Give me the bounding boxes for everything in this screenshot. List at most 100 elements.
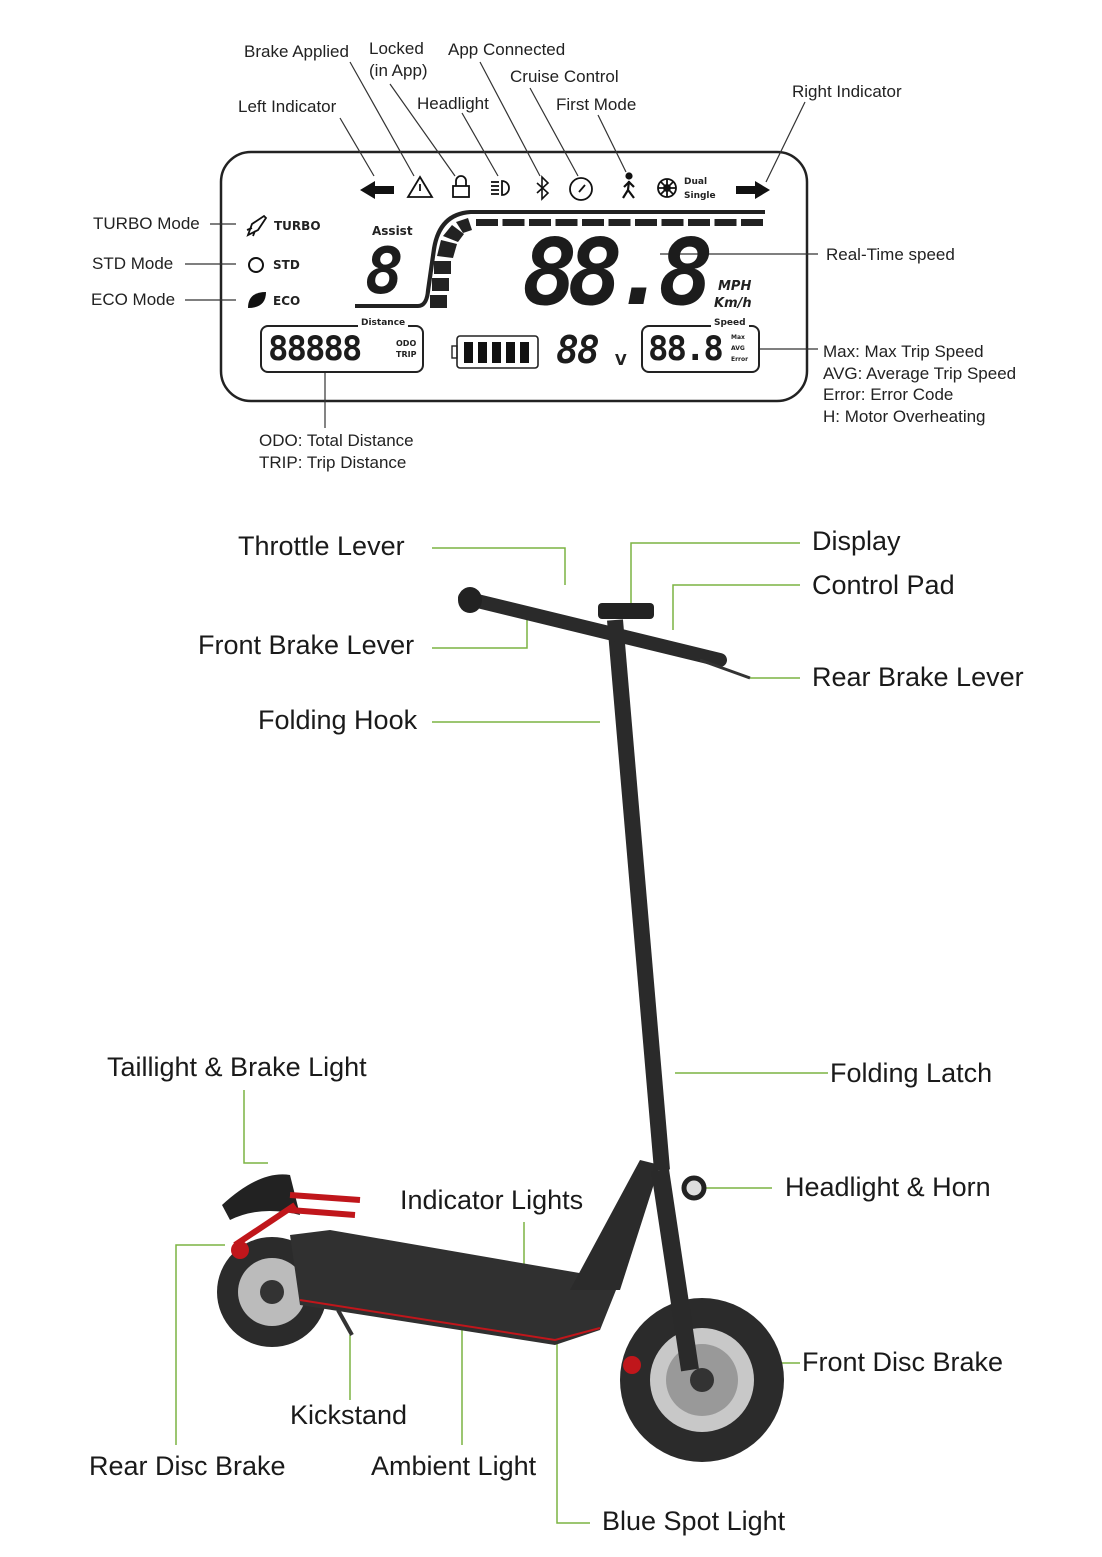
front-caliper — [623, 1356, 641, 1374]
speed-bar-graph — [355, 210, 765, 308]
label-locked-in-app: (in App) — [369, 61, 428, 80]
neck — [570, 1160, 660, 1290]
left-arrow-icon — [360, 181, 394, 199]
label-locked: Locked — [369, 39, 424, 58]
label-front-brake-lever: Front Brake Lever — [198, 630, 415, 660]
lcd-speed-box-label: Speed — [711, 318, 749, 329]
note-avg: AVG: Average Trip Speed — [823, 363, 1017, 383]
label-headlight-horn: Headlight & Horn — [785, 1172, 991, 1202]
lcd-odo-digits: 88888 — [268, 329, 362, 369]
warning-icon — [406, 175, 434, 198]
leaf-icon — [248, 292, 266, 308]
speed-bar-segment — [635, 219, 657, 226]
lcd-dual: Dual — [684, 177, 708, 187]
label-brake-applied: Brake Applied — [244, 42, 349, 61]
label-turbo-mode: TURBO Mode — [93, 214, 200, 233]
lcd-assist-digit: 8 — [365, 235, 404, 309]
lcd-unit-mph: MPH — [718, 279, 752, 294]
scooter-illustration — [217, 587, 784, 1462]
rocket-icon — [246, 214, 268, 237]
headlight — [681, 1175, 707, 1201]
speed-bar-segment — [608, 219, 631, 226]
lcd-std: STD — [273, 258, 300, 272]
note-overheating: H: Motor Overheating — [823, 406, 986, 426]
lcd-eco: ECO — [273, 294, 301, 308]
label-indicator-lights: Indicator Lights — [400, 1185, 584, 1215]
label-headlight: Headlight — [417, 94, 489, 113]
distance-notes: ODO: Total Distance TRIP: Trip Distance — [259, 430, 414, 474]
label-folding-hook: Folding Hook — [258, 705, 418, 735]
note-error: Error: Error Code — [823, 385, 954, 404]
bluetooth-icon — [536, 175, 550, 201]
speed-bar-segment — [582, 219, 604, 226]
deck — [290, 1230, 620, 1345]
label-ambient-light: Ambient Light — [371, 1451, 537, 1481]
label-std-mode: STD Mode — [92, 254, 174, 273]
kickstand — [336, 1309, 354, 1336]
speed-bar-segment — [688, 219, 710, 226]
label-rear-disc-brake: Rear Disc Brake — [89, 1451, 286, 1481]
battery-icon — [451, 335, 539, 369]
lcd-turbo: TURBO — [274, 219, 321, 233]
label-folding-latch: Folding Latch — [830, 1058, 993, 1088]
lcd-trip: TRIP — [396, 350, 417, 359]
speed-bar-segment — [529, 219, 551, 226]
handlebar — [458, 591, 727, 667]
rear-suspension — [233, 1192, 361, 1248]
lcd-odo-trip-labels: ODO TRIP — [396, 338, 416, 360]
display-unit — [598, 603, 654, 619]
lcd-assist-label: Assist — [372, 224, 413, 238]
label-throttle-lever: Throttle Lever — [238, 531, 405, 561]
lcd-speed-box-digits: 88.8 — [648, 329, 724, 369]
cruise-gauge-icon — [569, 177, 593, 201]
speed-bar-segment — [714, 219, 737, 226]
display-frame — [219, 150, 809, 403]
lcd-unit-kmh: Km/h — [714, 296, 752, 311]
walking-person-icon — [622, 172, 635, 199]
lcd-odo: ODO — [396, 339, 417, 348]
label-rear-brake-lever: Rear Brake Lever — [812, 662, 1024, 692]
rear-fender — [222, 1174, 300, 1220]
std-circle-icon — [248, 257, 264, 273]
lcd-single: Single — [684, 191, 716, 201]
speed-bar-segment — [741, 219, 763, 226]
display-leader-lines — [185, 61, 818, 428]
label-real-time-speed: Real-Time speed — [826, 245, 955, 264]
label-first-mode: First Mode — [556, 95, 637, 114]
speed-bar-segment — [476, 219, 498, 226]
lcd-voltage-unit: V — [615, 351, 627, 369]
speed-bar-segment — [502, 219, 525, 226]
label-front-disc-brake: Front Disc Brake — [802, 1347, 1004, 1377]
lcd-max: Max — [731, 334, 745, 341]
label-taillight-brake-light: Taillight & Brake Light — [107, 1052, 367, 1082]
note-max: Max: Max Trip Speed — [823, 342, 984, 361]
label-app-connected: App Connected — [448, 40, 566, 59]
wheel-icon — [657, 178, 677, 198]
lcd-error: Error — [731, 356, 749, 363]
label-blue-spot-light: Blue Spot Light — [602, 1506, 786, 1536]
right-arrow-icon — [736, 181, 770, 199]
speed-bar-segment — [661, 219, 684, 226]
label-display: Display — [812, 526, 901, 556]
label-left-indicator: Left Indicator — [238, 97, 337, 116]
fork — [651, 1168, 699, 1372]
speed-bar-segment — [555, 219, 578, 226]
lcd-voltage-digits: 88 — [556, 328, 600, 372]
note-odo: ODO: Total Distance — [259, 431, 414, 450]
label-eco-mode: ECO Mode — [91, 290, 176, 309]
label-cruise-control: Cruise Control — [510, 67, 619, 86]
distance-box — [260, 325, 424, 373]
headlight-icon — [491, 180, 510, 196]
speed-notes: Max: Max Trip Speed AVG: Average Trip Sp… — [823, 341, 1016, 427]
speed-bar-segments — [476, 219, 763, 226]
lcd-avg: AVG — [731, 345, 745, 352]
lcd-speed-digits: 88.8 — [522, 219, 714, 326]
lcd-distance-label: Distance — [358, 318, 409, 329]
stem — [607, 619, 670, 1171]
label-right-indicator: Right Indicator — [792, 82, 902, 101]
note-trip: TRIP: Trip Distance — [259, 453, 407, 472]
